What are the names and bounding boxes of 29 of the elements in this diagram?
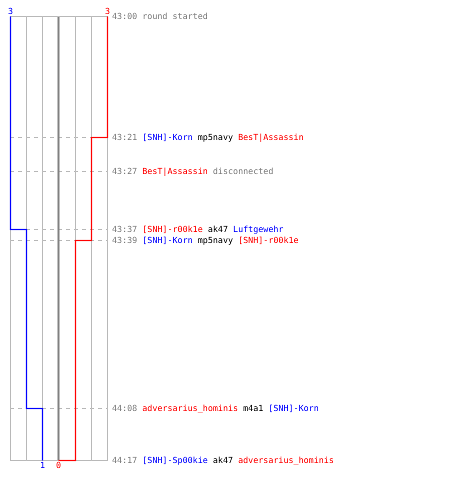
player-name: [SNH]-Sp00kie [142, 455, 208, 465]
timestamp: 43:00 [112, 11, 138, 21]
timestamp: 44:17 [112, 455, 138, 465]
player-name: [SNH]-Korn [142, 235, 193, 245]
player-name: [SNH]-Korn [142, 132, 193, 142]
player-count: 1 [40, 460, 46, 470]
player-count: 0 [56, 460, 62, 470]
player-name: BesT|Assassin [238, 132, 304, 142]
weapon-name: m4a1 [243, 403, 264, 413]
player-name: Luftgewehr [233, 224, 284, 234]
timestamp: 44:08 [112, 403, 138, 413]
weapon-name: ak47 [212, 455, 234, 465]
weapon-name: mp5navy [198, 132, 234, 142]
player-name: [SNH]-Korn [268, 403, 319, 413]
event-text: round started [142, 11, 208, 21]
player-name: BesT|Assassin [142, 166, 208, 176]
event-text: disconnected [212, 166, 274, 176]
player-name: adversarius_hominis [142, 403, 238, 413]
weapon-name: mp5navy [198, 235, 234, 245]
player-count: 3 [104, 6, 110, 16]
timestamp: 43:37 [112, 224, 138, 234]
timestamp: 43:27 [112, 166, 138, 176]
timestamp: 43:39 [112, 235, 138, 245]
player-name: [SNH]-r00k1e [238, 235, 299, 245]
player-name: [SNH]-r00k1e [142, 224, 203, 234]
player-count: 3 [8, 6, 14, 16]
player-name: adversarius_hominis [238, 455, 334, 465]
timestamp: 43:21 [112, 132, 138, 142]
weapon-name: ak47 [208, 224, 228, 234]
